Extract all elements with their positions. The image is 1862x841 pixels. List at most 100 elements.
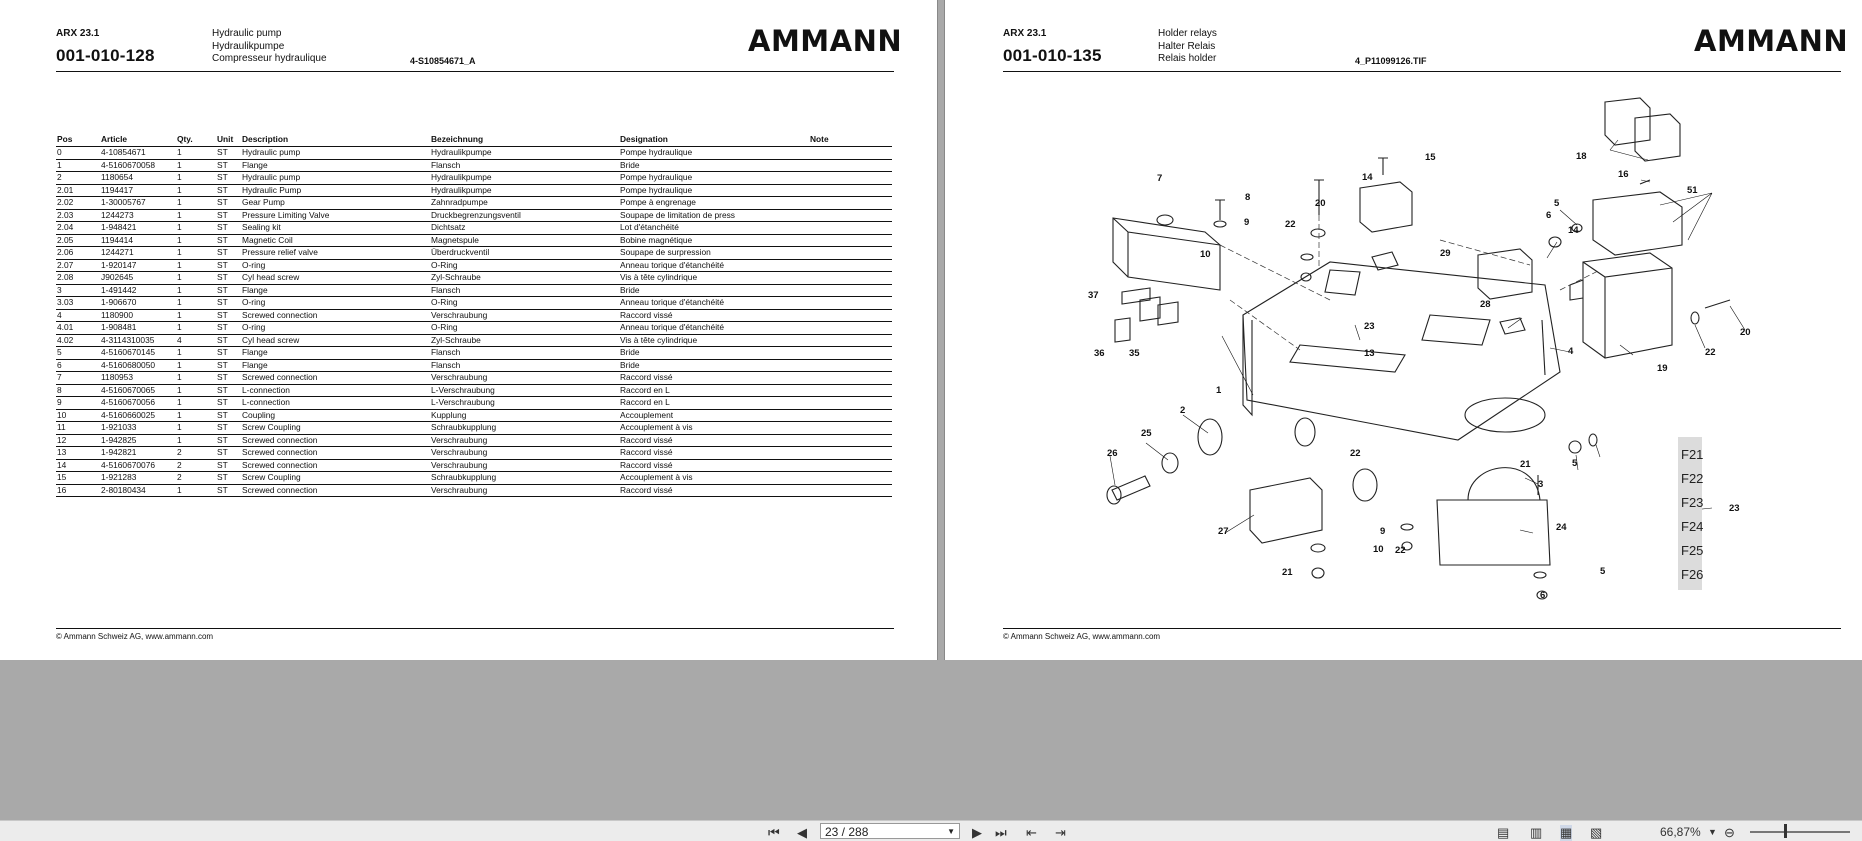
col-designation-cell: Raccord vissé [619, 309, 809, 322]
nut [1536, 590, 1548, 600]
col-bezeichnung-cell: Flansch [430, 346, 619, 360]
col-bezeichnung-cell: Verschraubung [430, 434, 619, 447]
bracket [1499, 317, 1526, 335]
bolt-15 [1378, 157, 1388, 175]
col-designation-cell: Bobine magnétique [619, 234, 809, 247]
col-bezeichnung-cell: Hydraulikpumpe [430, 171, 619, 185]
col-bezeichnung-cell: Zyl-Schraube [430, 334, 619, 347]
callout-27: 27 [1218, 526, 1229, 537]
callout-8: 8 [1245, 192, 1250, 203]
callout-21: 21 [1520, 459, 1531, 470]
col-unit-cell: ST [216, 446, 241, 460]
col-note-cell [809, 359, 892, 372]
continuous-page-icon[interactable]: ▥ [1530, 825, 1543, 840]
callout-20: 20 [1315, 198, 1326, 209]
go-back-icon[interactable]: ⇤ [1026, 825, 1037, 840]
col-qty-cell: 1 [176, 421, 216, 435]
col-designation-cell: Bride [619, 346, 809, 360]
col-bezeichnung-cell: Flansch [430, 284, 619, 297]
relay [1634, 113, 1681, 162]
right-page: ARX 23.1 001-010-135 Holder relays Halte… [944, 0, 1862, 660]
relay-socket [1592, 191, 1683, 256]
col-description-cell: Screwed connection [241, 446, 430, 460]
zoom-out-icon[interactable]: ⊖ [1724, 825, 1735, 840]
callout-26: 26 [1107, 448, 1118, 459]
plate-window [1421, 314, 1491, 346]
connector-box [1249, 477, 1323, 544]
callout-18: 18 [1576, 151, 1587, 162]
chevron-down-icon[interactable]: ▼ [947, 827, 955, 836]
relay-box [1582, 252, 1673, 359]
col-bezeichnung-cell: O-Ring [430, 259, 619, 272]
go-forward-icon[interactable]: ⇥ [1055, 825, 1066, 840]
title-de: Halter Relais [1158, 40, 1216, 52]
col-pos-cell: 2.05 [56, 234, 100, 247]
callout-9: 9 [1380, 526, 1385, 537]
col-description-cell: Screwed connection [241, 309, 430, 322]
callout-14: 14 [1568, 225, 1579, 236]
col-bezeichnung-cell: Flansch [430, 159, 619, 172]
col-unit-cell: ST [216, 196, 241, 210]
clip [1139, 296, 1161, 322]
col-bezeichnung-cell: Zyl-Schraube [430, 271, 619, 285]
col-qty-cell: 1 [176, 409, 216, 422]
callout-36: 36 [1094, 348, 1105, 359]
col-bezeichnung-cell: O-Ring [430, 296, 619, 310]
plate-hole [1464, 397, 1546, 433]
col-note-cell [809, 396, 892, 410]
next-page-icon[interactable]: ▶ [972, 825, 982, 840]
col-article-cell: 1180900 [100, 309, 176, 322]
col-article-cell: 4-10854671 [100, 146, 176, 160]
single-page-icon[interactable]: ▤ [1497, 825, 1510, 840]
page-titles: Holder relays Halter Relais Relais holde… [1158, 28, 1217, 66]
previous-page-icon[interactable]: ◀ [797, 825, 807, 840]
col-article-cell: 1-908481 [100, 321, 176, 335]
control-base [1436, 499, 1551, 566]
clip [1157, 301, 1179, 326]
footer-rule [1003, 628, 1841, 629]
callout-5: 5 [1554, 198, 1560, 209]
col-note-cell [809, 259, 892, 272]
page-number-field[interactable]: 23 / 288 ▼ [820, 823, 960, 839]
first-page-icon[interactable]: ⏮ [768, 825, 780, 840]
last-page-icon[interactable]: ⏭ [995, 825, 1007, 840]
col-qty-cell: 1 [176, 284, 216, 297]
col-designation-cell: Raccord en L [619, 384, 809, 397]
col-unit-cell: ST [216, 334, 241, 347]
zoom-slider-handle[interactable] [1784, 824, 1787, 838]
col-unit-cell: ST [216, 484, 241, 497]
col-description-cell: Screw Coupling [241, 421, 430, 435]
col-article-cell: 1-942821 [100, 446, 176, 460]
zoom-level[interactable]: 66,87% [1660, 825, 1701, 839]
exploded-view-drawing: 1234555667899101013141415161819202021212… [1088, 97, 1751, 601]
col-article-cell: 1-920147 [100, 259, 176, 272]
zoom-slider[interactable] [1750, 831, 1850, 833]
bolt-8 [1215, 199, 1225, 220]
ammann-logo: AMMANN [1694, 24, 1849, 58]
facing-pages-icon[interactable]: ▦ [1560, 825, 1573, 841]
col-unit-cell: ST [216, 321, 241, 335]
col-designation-cell: Soupape de limitation de press [619, 209, 809, 222]
zoom-dropdown-icon[interactable]: ▼ [1708, 827, 1717, 837]
bolt-20 [1314, 179, 1324, 215]
nut [1568, 440, 1582, 454]
col-unit-cell: ST [216, 359, 241, 372]
col-note-cell [809, 421, 892, 435]
callout-22: 22 [1395, 545, 1406, 556]
header-rule [56, 71, 894, 72]
fuse-panel [1678, 437, 1702, 590]
col-article-cell: 4-3114310035 [100, 334, 176, 347]
col-description-cell: O-ring [241, 259, 430, 272]
col-note-cell [809, 471, 892, 485]
col-pos-cell: 3.03 [56, 296, 100, 310]
continuous-facing-icon[interactable]: ▧ [1590, 825, 1603, 840]
